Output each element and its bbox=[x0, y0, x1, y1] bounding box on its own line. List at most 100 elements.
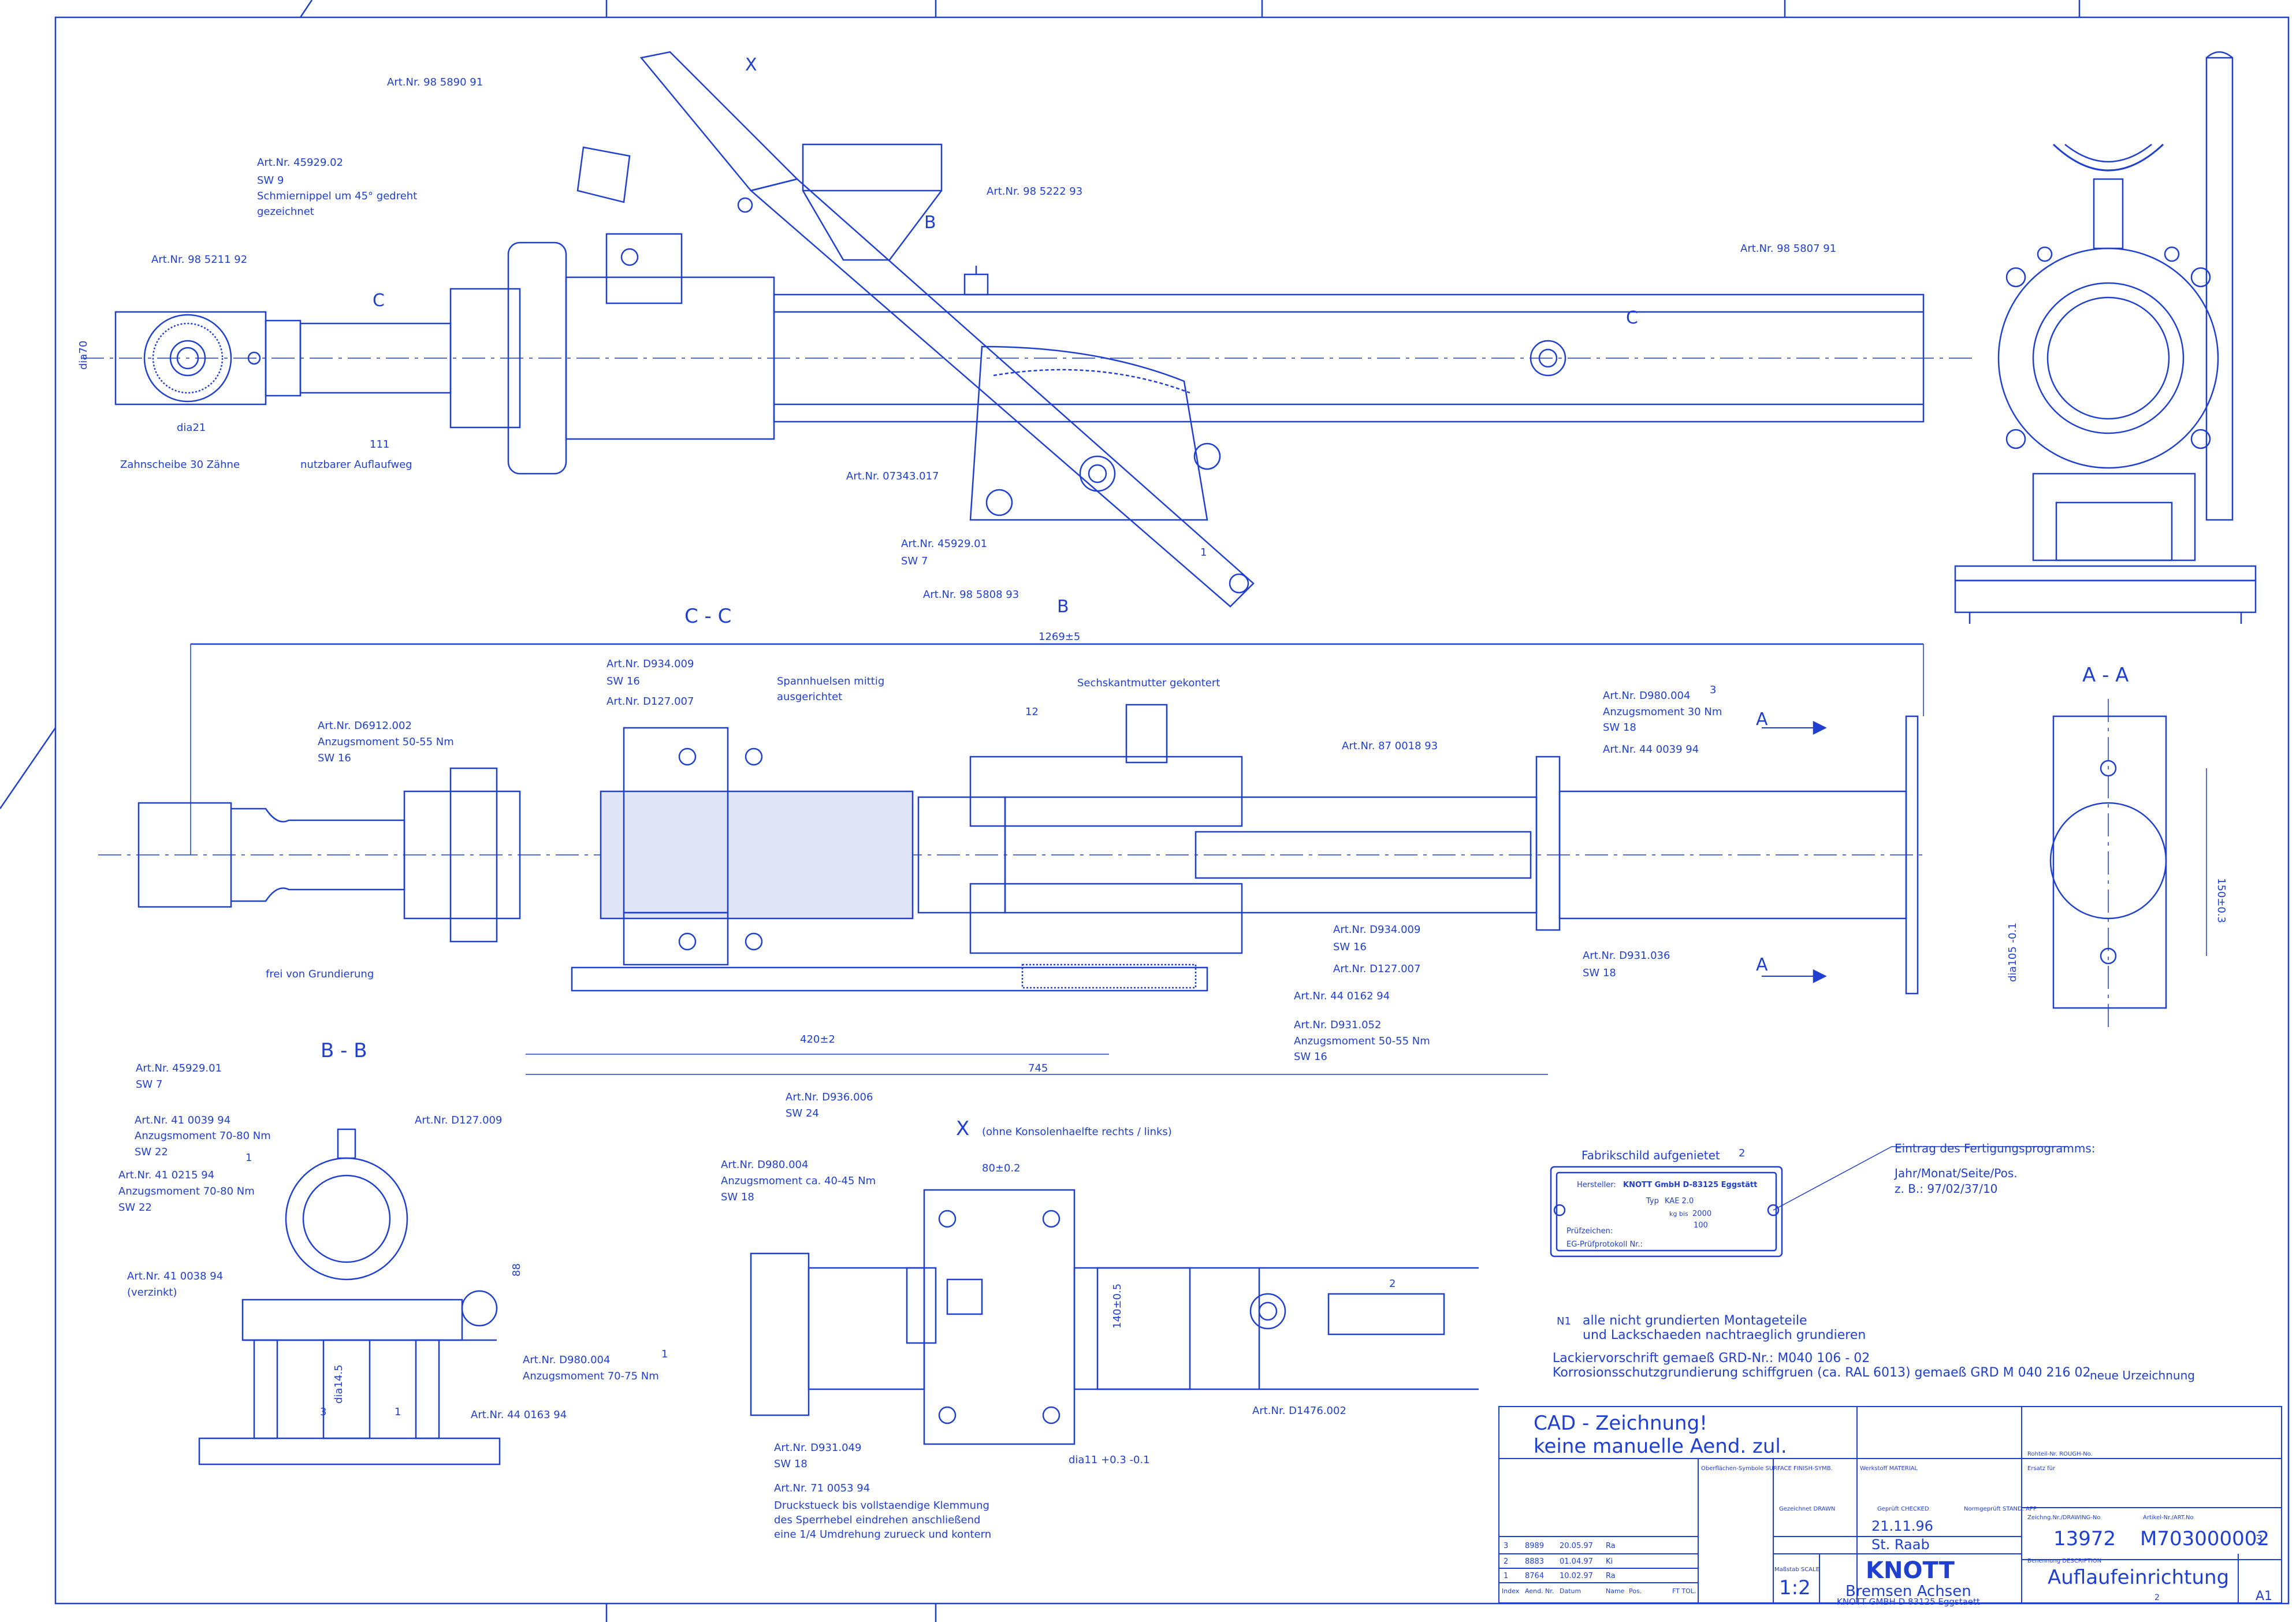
nameplate-hersteller-value: KNOTT GmbH D-83125 Eggstätt bbox=[1623, 1181, 1757, 1189]
label-x-art-d931049: Art.Nr. D931.049 bbox=[774, 1442, 861, 1454]
rev-1-name: Ki bbox=[1606, 1557, 1613, 1566]
form-circ: 2 bbox=[2154, 1593, 2160, 1602]
toothed-disc bbox=[143, 314, 232, 403]
label-x-sw18b: SW 18 bbox=[774, 1458, 807, 1470]
label-bb-dim88: 88 bbox=[511, 1263, 523, 1277]
company-address: KNOTT GMBH D 83125 Eggstaett bbox=[1837, 1597, 1980, 1607]
rev-0-idx: 3 bbox=[1504, 1542, 1508, 1550]
label-sw18: SW 18 bbox=[1603, 721, 1636, 734]
label-sechskant: Sechskantmutter gekontert bbox=[1077, 677, 1220, 689]
label-art-4592901: Art.Nr. 45929.01 bbox=[901, 538, 987, 550]
eintrag-line1: Jahr/Monat/Seite/Pos. bbox=[1893, 1166, 2018, 1180]
ersatz-label: Ersatz für bbox=[2027, 1465, 2056, 1472]
a-marker-bottom: A bbox=[1756, 955, 1768, 975]
checked-label: Geprüft CHECKED bbox=[1877, 1506, 1929, 1512]
nameplate-hersteller-label: Hersteller: bbox=[1577, 1181, 1616, 1189]
benennung-label: Benennung DESCRIPTION bbox=[2027, 1558, 2101, 1564]
b-marker-bottom: B bbox=[1057, 597, 1069, 617]
label-dia105: dia105 -0.1 bbox=[2007, 922, 2019, 982]
label-x-druck3: eine 1/4 Umdrehung zurueck und kontern bbox=[774, 1528, 991, 1541]
label-bb-art-d980004: Art.Nr. D980.004 bbox=[523, 1354, 610, 1366]
rev-1-idx: 2 bbox=[1504, 1557, 1508, 1566]
label-bb-anz7075: Anzugsmoment 70-75 Nm bbox=[523, 1370, 659, 1382]
label-spann1: Spannhuelsen mittig bbox=[777, 675, 884, 687]
sheet-border bbox=[54, 16, 2290, 1605]
view-aa-title: A - A bbox=[2082, 664, 2128, 687]
label-dim420: 420±2 bbox=[800, 1033, 835, 1046]
artikel-label: Artikel-Nr./ART.No bbox=[2143, 1515, 2194, 1521]
label-x-druck1: Druckstueck bis vollstaendige Klemmung bbox=[774, 1500, 989, 1512]
label-art-d980004: Art.Nr. D980.004 bbox=[1603, 690, 1690, 702]
note-n1-line1: alle nicht grundierten Montageteile bbox=[1583, 1314, 1807, 1328]
rev-0-name: Ra bbox=[1606, 1542, 1616, 1550]
label-dim150: 150±0.3 bbox=[2215, 878, 2227, 923]
label-bb-art-41003894: Art.Nr. 41 0038 94 bbox=[127, 1270, 223, 1282]
nameplate-eg-label: EG-Prüfprotokoll Nr.: bbox=[1566, 1240, 1643, 1249]
note-neue: neue Urzeichnung bbox=[2090, 1368, 2195, 1382]
a-marker-top: A bbox=[1756, 709, 1768, 730]
rev-1-nr: 8883 bbox=[1525, 1557, 1544, 1566]
title-block bbox=[1498, 1406, 2282, 1604]
label-anz5055: Anzugsmoment 50-55 Nm bbox=[318, 736, 454, 748]
label-x-dim140: 140±0.5 bbox=[1111, 1284, 1123, 1329]
label-bb-sw22: SW 22 bbox=[135, 1146, 168, 1158]
label-sw16b: SW 16 bbox=[318, 752, 351, 764]
label-bb-art-4592901: Art.Nr. 45929.01 bbox=[136, 1062, 222, 1074]
label-zahnscheibe: Zahnscheibe 30 Zähne bbox=[120, 459, 240, 471]
nameplate-circ2: 2 bbox=[1739, 1147, 1745, 1159]
rev-2-name: Ra bbox=[1606, 1572, 1616, 1580]
label-nutzbarer: nutzbarer Auflaufweg bbox=[300, 459, 412, 471]
label-dia70: dia70 bbox=[77, 341, 90, 370]
end-view-housing bbox=[1997, 247, 2219, 469]
label-frei: frei von Grundierung bbox=[266, 968, 374, 980]
label-schmier1: Schmiernippel um 45° gedreht bbox=[257, 190, 417, 202]
label-circ3: 3 bbox=[1710, 684, 1716, 696]
rev-hdr-index: Index bbox=[1502, 1587, 1520, 1595]
scale-value: 1:2 bbox=[1779, 1576, 1811, 1599]
label-bb-art-d127009: Art.Nr. D127.009 bbox=[415, 1114, 502, 1126]
rev-hdr-ft: FT TOL. bbox=[1672, 1587, 1696, 1595]
label-x-art-71005394: Art.Nr. 71 0053 94 bbox=[774, 1482, 870, 1494]
drawn-by: St. Raab bbox=[1871, 1537, 1930, 1553]
rev-1-date: 01.04.97 bbox=[1560, 1557, 1593, 1566]
nameplate-title: Fabrikschild aufgenietet bbox=[1581, 1148, 1720, 1162]
label-x-anz4045: Anzugsmoment ca. 40-45 Nm bbox=[721, 1175, 876, 1187]
label-dia21: dia21 bbox=[177, 422, 206, 434]
section-a-a bbox=[2049, 699, 2207, 1028]
rev-2-date: 10.02.97 bbox=[1560, 1572, 1593, 1580]
drawing-number: 13972 bbox=[2053, 1527, 2116, 1550]
label-art-d934009: Art.Nr. D934.009 bbox=[606, 658, 694, 670]
label-art-d934009b: Art.Nr. D934.009 bbox=[1333, 924, 1420, 936]
rev-hdr-nr: Aend. Nr. bbox=[1525, 1587, 1554, 1595]
label-bb-circ3: 3 bbox=[320, 1406, 326, 1418]
view-bb-title: B - B bbox=[321, 1039, 367, 1062]
rev-0-nr: 8989 bbox=[1525, 1542, 1544, 1550]
werkstoff-label: Werkstoff MATERIAL bbox=[1860, 1465, 1918, 1472]
label-art-98521192: Art.Nr. 98 5211 92 bbox=[151, 254, 247, 266]
nameplate-kg-unit: kg bis bbox=[1669, 1210, 1688, 1218]
c-marker-right: C bbox=[1626, 308, 1638, 328]
note-n1-line2: und Lackschaeden nachtraeglich grundiere… bbox=[1583, 1328, 1866, 1342]
label-bb-art-44016394: Art.Nr. 44 0163 94 bbox=[471, 1409, 567, 1421]
std-label: Normgeprüft STAND. APP bbox=[1964, 1506, 2037, 1512]
drawn-label: Gezeichnet DRAWN bbox=[1779, 1506, 1835, 1512]
label-art-44016294: Art.Nr. 44 0162 94 bbox=[1294, 990, 1390, 1002]
label-dim12: 12 bbox=[1025, 706, 1039, 718]
label-circ1: 1 bbox=[1200, 546, 1207, 559]
label-bb-sw7: SW 7 bbox=[136, 1078, 162, 1091]
towing-tube bbox=[773, 293, 1925, 423]
cad-warning-line2: keine manuelle Aend. zul. bbox=[1534, 1435, 1787, 1458]
label-art-98580893: Art.Nr. 98 5808 93 bbox=[923, 589, 1019, 601]
label-x-art-d1476002: Art.Nr. D1476.002 bbox=[1252, 1405, 1346, 1417]
label-art-87001893: Art.Nr. 87 0018 93 bbox=[1342, 740, 1438, 752]
rev-2-nr: 8764 bbox=[1525, 1572, 1544, 1580]
top-view bbox=[81, 51, 2257, 624]
label-bb-art-41021594: Art.Nr. 41 0215 94 bbox=[118, 1169, 214, 1181]
label-art-d931036: Art.Nr. D931.036 bbox=[1583, 950, 1670, 962]
eintrag-line2: z. B.: 97/02/37/10 bbox=[1895, 1182, 1997, 1196]
label-dim745: 745 bbox=[1028, 1062, 1048, 1074]
label-art-d127007b: Art.Nr. D127.007 bbox=[1333, 963, 1420, 975]
rev-hdr-pos: Pos. bbox=[1629, 1587, 1642, 1595]
label-x-sw18: SW 18 bbox=[721, 1191, 754, 1203]
